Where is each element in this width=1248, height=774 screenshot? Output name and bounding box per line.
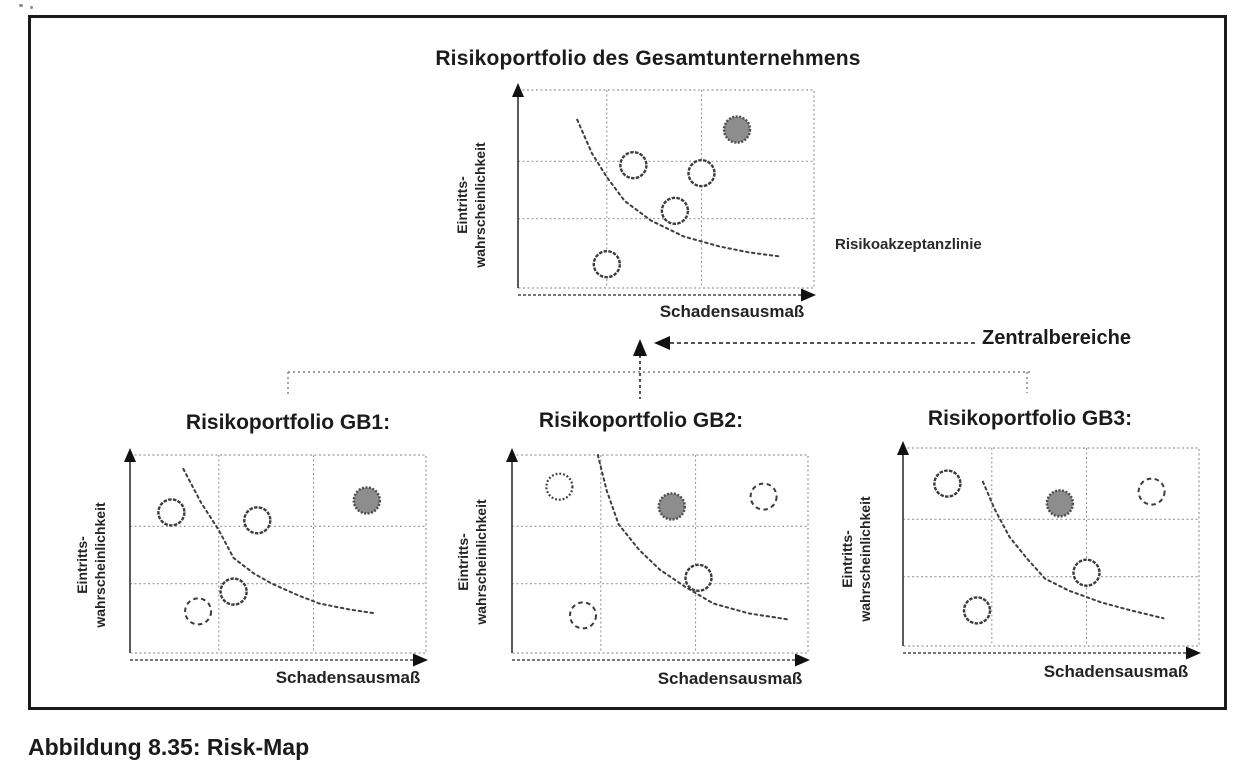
x-axis-arrow-icon — [413, 653, 428, 667]
y-axis-label-total: Eintritts- wahrscheinlichkeit — [454, 142, 488, 268]
x-axis-arrow-icon — [801, 288, 816, 302]
y-axis-arrow-icon — [897, 441, 909, 455]
risk-point-filled — [1045, 489, 1075, 518]
risk-acceptance-curve — [596, 454, 789, 621]
risk-acceptance-curve — [981, 480, 1165, 620]
risk-point-open — [219, 577, 248, 606]
gb1-chart-title: Risikoportfolio GB1: — [185, 411, 391, 434]
risk-chart-gb2 — [506, 448, 810, 667]
gb3-chart-title: Risikoportfolio GB3: — [927, 407, 1133, 430]
risk-chart-gesamtunternehmen — [512, 83, 816, 302]
risk-point-open — [592, 249, 622, 279]
plot-border — [517, 89, 815, 289]
risk-point-filled — [722, 115, 752, 144]
risk-point-dotted — [545, 472, 574, 501]
figure-caption: Abbildung 8.35: Risk-Map — [28, 734, 310, 760]
y-axis-label-gb3: Eintritts- wahrscheinlichkeit — [839, 496, 873, 622]
risk-acceptance-curve — [576, 118, 780, 258]
scan-speckle — [30, 6, 33, 9]
x-axis-label-gb1: Schadensausmaß — [275, 668, 421, 687]
risk-acceptance-curve — [182, 467, 377, 615]
x-axis-label-gb3: Schadensausmaß — [1043, 662, 1189, 681]
y-axis-label-gb1: Eintritts- wahrscheinlichkeit — [74, 502, 108, 628]
risk-point-open — [933, 469, 962, 498]
plot-border — [129, 454, 427, 654]
x-axis-arrow-icon — [795, 653, 810, 667]
risk-acceptance-line-label: Risikoakzeptanzlinie — [835, 236, 982, 253]
x-axis-label-gb2: Schadensausmaß — [657, 669, 803, 688]
risk-point-open — [687, 158, 716, 188]
risk-chart-gb1 — [124, 448, 428, 667]
risk-point-dashed — [569, 601, 597, 630]
main-chart-title: Risikoportfolio des Gesamtunternehmens — [435, 47, 861, 70]
central-units-label: Zentralbereiche — [982, 327, 1131, 349]
gb2-chart-title: Risikoportfolio GB2: — [538, 409, 744, 432]
risk-point-open — [157, 498, 186, 527]
risk-point-filled — [352, 486, 382, 515]
y-axis-arrow-icon — [124, 448, 136, 462]
y-axis-arrow-icon — [506, 448, 518, 462]
risk-point-filled — [657, 492, 687, 521]
risk-point-dashed — [184, 597, 213, 626]
risk-point-open — [619, 150, 648, 180]
risk-chart-gb3 — [897, 441, 1201, 660]
y-axis-arrow-icon — [512, 83, 524, 97]
y-axis-label-gb2: Eintritts- wahrscheinlichkeit — [455, 499, 489, 625]
x-axis-arrow-icon — [1186, 646, 1201, 660]
risk-point-open — [1072, 558, 1101, 587]
scan-speckle — [19, 4, 23, 7]
risk-point-open — [684, 563, 713, 593]
x-axis-label-total: Schadensausmaß — [659, 302, 805, 321]
risk-point-dashed — [1137, 477, 1166, 506]
risk-point-open — [660, 196, 690, 226]
risk-point-open — [962, 596, 992, 625]
risk-point-open — [243, 506, 272, 535]
risk-point-dashed — [749, 482, 778, 511]
